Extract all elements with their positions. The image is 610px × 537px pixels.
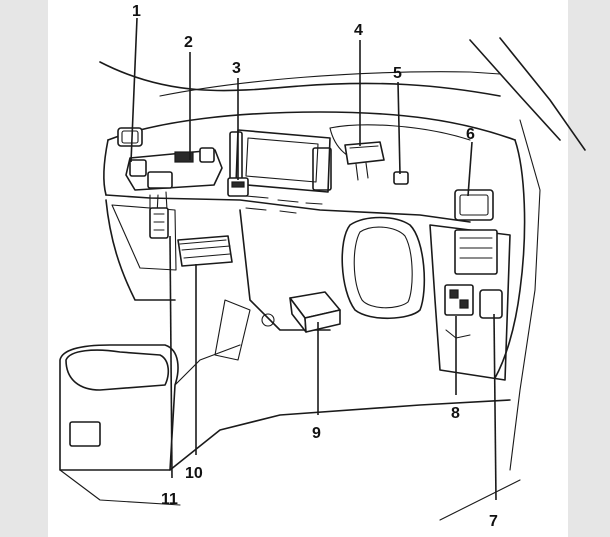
callout-5: 5 <box>393 65 402 82</box>
part-2-junction-block <box>125 147 223 236</box>
callout-4: 4 <box>354 22 363 39</box>
part-8-connector <box>444 284 474 339</box>
left-air-vent <box>117 127 143 147</box>
part-3-relay <box>227 177 249 197</box>
leader-lines <box>130 17 497 501</box>
callout-2: 2 <box>184 34 193 51</box>
part-4-module <box>344 141 385 181</box>
callout-numbers: 1 2 3 4 5 6 7 8 9 10 11 <box>132 3 498 530</box>
callout-11: 11 <box>161 491 178 508</box>
leader-6 <box>467 141 473 197</box>
right-side-panel <box>429 189 511 381</box>
callout-10: 10 <box>185 465 203 482</box>
leader-11 <box>169 235 173 479</box>
part-5-sensor <box>393 171 409 185</box>
leader-7 <box>493 313 497 501</box>
center-console <box>59 344 521 521</box>
part-10-box <box>177 235 233 267</box>
callout-9: 9 <box>312 425 321 442</box>
callout-1: 1 <box>132 3 141 20</box>
callout-8: 8 <box>451 405 460 422</box>
leader-5 <box>397 81 401 175</box>
callout-3: 3 <box>232 60 241 77</box>
callout-7: 7 <box>489 513 498 530</box>
leader-1 <box>130 17 138 163</box>
steering-column <box>341 216 426 320</box>
part-11-connector <box>149 207 169 239</box>
callout-6: 6 <box>466 126 475 143</box>
part-9-ecu <box>289 291 341 333</box>
windshield-lines <box>99 37 586 471</box>
lower-dash-panel <box>105 199 331 361</box>
